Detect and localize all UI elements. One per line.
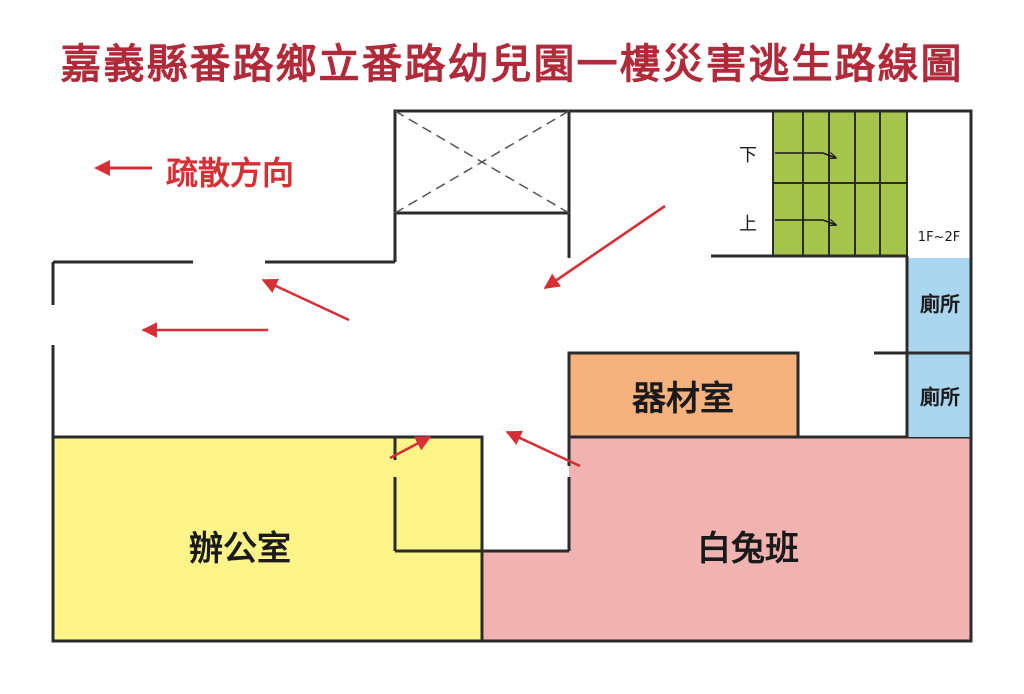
restroom-1: [907, 258, 971, 353]
stairs-floors-label: 1F~2F: [918, 230, 960, 245]
elevator-shaft-mark: [394, 110, 570, 214]
map-title: 嘉義縣番路鄉立番路幼兒園一樓災害逃生路線圖: [60, 40, 964, 88]
office-room-label: 辦公室: [189, 529, 291, 569]
restroom-2-label: 廁所: [920, 385, 960, 409]
equipment-room-label: 器材室: [632, 379, 734, 419]
stairs-down-label: 下: [739, 145, 757, 166]
stair-direction-arrows: [775, 153, 836, 225]
walls: [51, 109, 973, 643]
bunny-class-room: [482, 437, 971, 641]
legend-label: 疏散方向: [166, 154, 295, 192]
legend-arrow: [94, 160, 152, 176]
stairs-up-label: 上: [739, 214, 757, 235]
legend: 疏散方向: [92, 148, 352, 192]
restroom-1-label: 廁所: [920, 292, 960, 316]
evacuation-arrows: [141, 204, 666, 468]
equipment-room: [567, 351, 800, 439]
stair-grid: [772, 111, 908, 256]
restroom-2: [907, 353, 971, 437]
bunny-class-room-label: 白兔班: [697, 529, 799, 569]
